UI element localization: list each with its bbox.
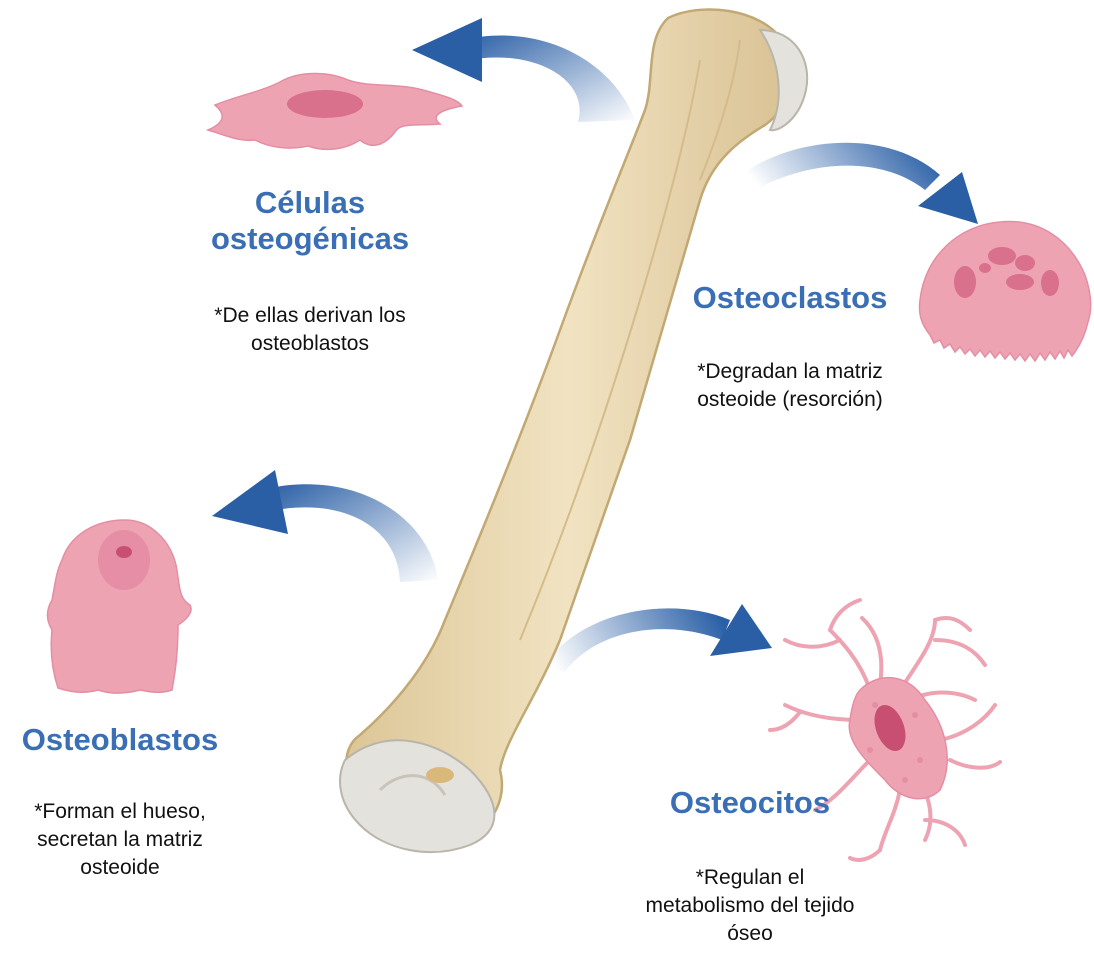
title-line: Células bbox=[180, 185, 440, 221]
osteoblast-cell-illustration bbox=[48, 520, 192, 693]
osteoblasts-description: *Forman el hueso, secretan la matriz ost… bbox=[0, 798, 240, 882]
desc-line: *Regulan el bbox=[600, 864, 900, 892]
desc-line: metabolismo del tejido bbox=[600, 892, 900, 920]
arrow-to-osteoblasts bbox=[212, 470, 438, 582]
desc-line: *Forman el hueso, bbox=[0, 798, 240, 826]
title-line: Osteoblastos bbox=[0, 722, 240, 758]
osteoblasts-title: Osteoblastos bbox=[0, 722, 240, 758]
arrow-to-osteoclasts bbox=[745, 143, 978, 224]
desc-line: *De ellas derivan los bbox=[150, 302, 470, 330]
osteoclasts-description: *Degradan la matriz osteoide (resorción) bbox=[640, 358, 940, 414]
osteocytes-description: *Regulan el metabolismo del tejido óseo bbox=[600, 864, 900, 948]
long-bone-illustration bbox=[340, 9, 807, 852]
title-line: Osteoclastos bbox=[670, 280, 910, 316]
osteoclasts-title: Osteoclastos bbox=[670, 280, 910, 316]
osteoclast-cell-illustration bbox=[919, 222, 1090, 361]
title-line: Osteocitos bbox=[640, 785, 860, 821]
osteogenic-cell-illustration bbox=[208, 74, 462, 150]
osteogenic-cells-description: *De ellas derivan los osteoblastos bbox=[150, 302, 470, 358]
desc-line: osteoide (resorción) bbox=[640, 386, 940, 414]
desc-line: óseo bbox=[600, 920, 900, 948]
desc-line: *Degradan la matriz bbox=[640, 358, 940, 386]
desc-line: osteoide bbox=[0, 854, 240, 882]
osteocytes-title: Osteocitos bbox=[640, 785, 860, 821]
desc-line: secretan la matriz bbox=[0, 826, 240, 854]
arrow-to-osteocytes bbox=[542, 604, 772, 672]
osteogenic-cells-title: Células osteogénicas bbox=[180, 185, 440, 257]
desc-line: osteoblastos bbox=[150, 330, 470, 358]
title-line: osteogénicas bbox=[180, 221, 440, 257]
